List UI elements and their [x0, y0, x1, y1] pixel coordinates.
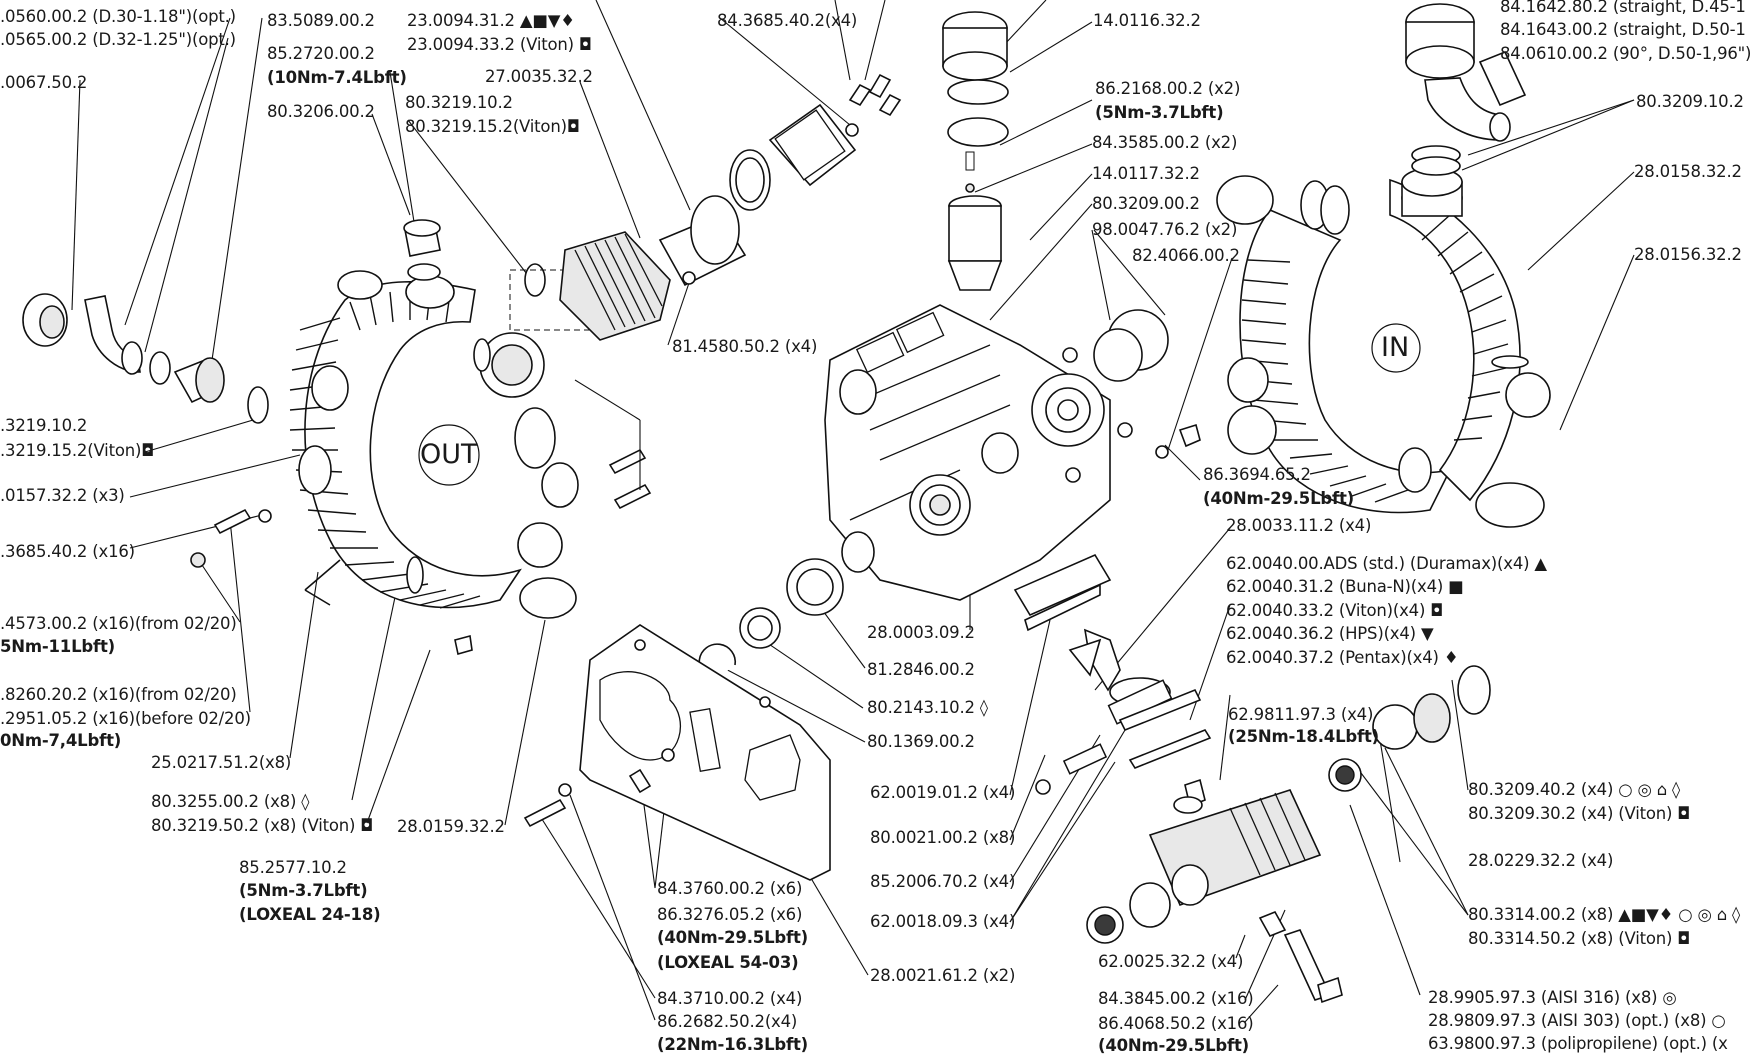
part-label: .0067.50.2: [0, 73, 88, 92]
part-label: .0157.32.2 (x3): [0, 486, 125, 505]
out-hub-circle: [418, 424, 480, 486]
bracket-bearings: [523, 558, 844, 881]
part-label: 62.0040.33.2 (Viton)(x4) ◘: [1226, 601, 1444, 620]
part-label: 62.0040.31.2 (Buna-N)(x4) ■: [1226, 577, 1464, 596]
torque-label: 0Nm-7,4Lbft): [0, 731, 122, 750]
in-hub-label: IN: [1381, 332, 1410, 363]
part-label: 80.3206.00.2: [267, 102, 375, 121]
center-stack: [942, 11, 1009, 291]
part-label: 23.0094.31.2 ▲■▼♦: [407, 11, 575, 30]
part-label: 62.0025.32.2 (x4): [1098, 952, 1244, 971]
part-label: 28.0003.09.2: [867, 623, 975, 642]
part-label: 27.0035.32.2: [485, 67, 593, 86]
part-label: 80.3209.30.2 (x4) (Viton) ◘: [1468, 804, 1691, 823]
part-label: .0565.00.2 (D.32-1.25")(opt.): [0, 30, 236, 49]
part-label: 84.3845.00.2 (x16): [1098, 989, 1254, 1008]
part-label: 63.9800.97.3 (polipropilene) (opt.) (x: [1428, 1034, 1728, 1053]
part-label: 83.5089.00.2: [267, 11, 375, 30]
part-label: 98.0047.76.2 (x2): [1092, 220, 1238, 239]
part-label: 82.4066.00.2: [1132, 246, 1240, 265]
torque-label: (10Nm-7.4Lbft): [267, 68, 407, 87]
part-label: 62.0018.09.3 (x4): [870, 912, 1016, 931]
part-label: .2951.05.2 (x16)(before 02/20): [0, 709, 251, 728]
part-label: 80.0021.00.2 (x8): [870, 828, 1016, 847]
in-manifold: [1216, 167, 1551, 528]
part-label: 86.4068.50.2 (x16): [1098, 1014, 1254, 1033]
torque-label: (LOXEAL 24-18): [239, 905, 381, 924]
part-label: 86.2168.00.2 (x2): [1095, 79, 1241, 98]
part-label: 80.3209.40.2 (x4) ○ ◎ ⌂ ◊: [1468, 780, 1680, 799]
part-label: 84.0610.00.2 (90°, D.50-1,96"): [1500, 44, 1751, 63]
part-label: 84.3710.00.2 (x4): [657, 989, 803, 1008]
part-label: 84.1642.80.2 (straight, D.45-1: [1500, 0, 1746, 16]
part-label: 80.3219.50.2 (x8) (Viton) ◘: [151, 816, 374, 835]
part-label: 85.2006.70.2 (x4): [870, 872, 1016, 891]
part-label: 80.3314.50.2 (x8) (Viton) ◘: [1468, 929, 1691, 948]
part-label: 80.2143.10.2 ◊: [867, 698, 988, 717]
part-label: 86.3276.05.2 (x6): [657, 905, 803, 924]
part-label: 80.3314.00.2 (x8) ▲■▼♦ ○ ◎ ⌂ ◊: [1468, 905, 1741, 924]
torque-label: 5Nm-11Lbft): [0, 637, 116, 656]
part-label: 80.3255.00.2 (x8) ◊: [151, 792, 310, 811]
part-label: .3685.40.2 (x16): [0, 542, 135, 561]
valve-housing: [509, 73, 902, 341]
pump-body: [824, 304, 1133, 601]
diaphragm-stack: [1013, 553, 1491, 1004]
part-label: 62.9811.97.3 (x4): [1228, 705, 1374, 724]
part-label: 84.3585.00.2 (x2): [1092, 133, 1238, 152]
torque-label: (25Nm-18.4Lbft): [1228, 727, 1379, 746]
torque-label: (22Nm-16.3Lbft): [657, 1035, 808, 1054]
inlet-fittings: [1405, 3, 1527, 176]
part-label: 80.3209.10.2: [1636, 92, 1744, 111]
in-hub-circle: [1371, 323, 1421, 373]
torque-label: (LOXEAL 54-03): [657, 953, 799, 972]
part-label: 28.0021.61.2 (x2): [870, 966, 1016, 985]
part-label: .3219.10.2: [0, 416, 88, 435]
part-label: 85.2720.00.2: [267, 44, 375, 63]
part-label: 84.1643.00.2 (straight, D.50-1: [1500, 20, 1746, 39]
part-label: 28.0158.32.2: [1634, 162, 1742, 181]
part-label: 86.3694.65.2: [1203, 465, 1311, 484]
part-label: 28.9905.97.3 (AISI 316) (x8) ◎: [1428, 988, 1677, 1007]
part-label: 84.3685.40.2(x4): [717, 11, 858, 30]
part-label: 62.0040.37.2 (Pentax)(x4) ♦: [1226, 648, 1459, 667]
part-label: 84.3760.00.2 (x6): [657, 879, 803, 898]
part-label: 25.0217.51.2(x8): [151, 753, 292, 772]
right-bolts: [574, 379, 652, 510]
part-label: .0560.00.2 (D.30-1.18")(opt.): [0, 7, 236, 26]
out-manifold: [289, 270, 579, 619]
torque-label: (40Nm-29.5Lbft): [1098, 1036, 1249, 1055]
part-label: 28.0033.11.2 (x4): [1226, 516, 1372, 535]
part-label: 23.0094.33.2 (Viton) ◘: [407, 35, 592, 54]
torque-label: (40Nm-29.5Lbft): [657, 928, 808, 947]
torque-label: (40Nm-29.5Lbft): [1203, 489, 1354, 508]
left-fittings: [22, 293, 473, 656]
part-label: 86.2682.50.2(x4): [657, 1012, 798, 1031]
part-label: 62.0019.01.2 (x4): [870, 783, 1016, 802]
part-label: 62.0040.36.2 (HPS)(x4) ▼: [1226, 624, 1434, 643]
part-label: 28.9809.97.3 (AISI 303) (opt.) (x8) ○: [1428, 1011, 1726, 1030]
part-label: 28.0156.32.2: [1634, 245, 1742, 264]
part-label: 80.3209.00.2: [1092, 194, 1200, 213]
out-hub-label: OUT: [420, 439, 478, 470]
body-rings: [1093, 309, 1201, 459]
part-label: 85.2577.10.2: [239, 858, 347, 877]
part-label: 14.0117.32.2: [1092, 164, 1200, 183]
part-label: 81.4580.50.2 (x4): [672, 337, 818, 356]
out-plug: [403, 219, 491, 372]
part-label: 81.2846.00.2: [867, 660, 975, 679]
part-label: 62.0040.00.ADS (std.) (Duramax)(x4) ▲: [1226, 554, 1547, 573]
part-label: 28.0159.32.2: [397, 817, 505, 836]
part-label: .8260.20.2 (x16)(from 02/20): [0, 685, 237, 704]
part-label: 80.1369.00.2: [867, 732, 975, 751]
part-label: 28.0229.32.2 (x4): [1468, 851, 1614, 870]
part-label: 80.3219.10.2: [405, 93, 513, 112]
part-label: .3219.15.2(Viton)◘: [0, 441, 155, 460]
part-label: .4573.00.2 (x16)(from 02/20): [0, 614, 237, 633]
part-label: 80.3219.15.2(Viton)◘: [405, 117, 580, 136]
torque-label: (5Nm-3.7Lbft): [1095, 103, 1224, 122]
part-label: 14.0116.32.2: [1093, 11, 1201, 30]
torque-label: (5Nm-3.7Lbft): [239, 881, 368, 900]
